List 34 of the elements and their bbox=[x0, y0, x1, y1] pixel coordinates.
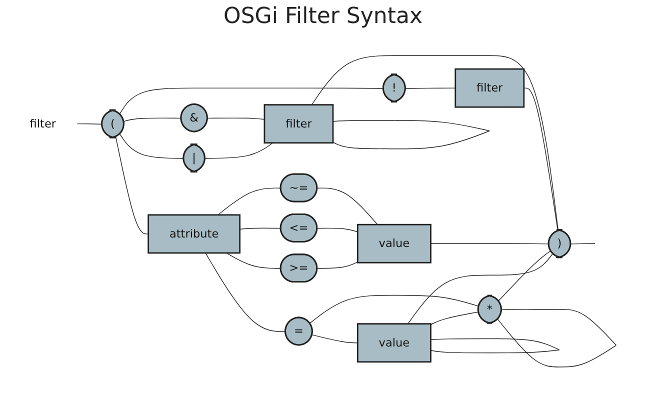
connector bbox=[239, 227, 282, 230]
connector bbox=[205, 252, 286, 332]
node-box: value bbox=[356, 322, 432, 362]
node-box: filter bbox=[264, 104, 334, 144]
connector bbox=[76, 123, 103, 124]
connector bbox=[430, 311, 479, 325]
connector bbox=[218, 187, 282, 215]
connector bbox=[316, 187, 378, 225]
connector bbox=[524, 87, 558, 230]
connector bbox=[207, 117, 265, 120]
connector bbox=[316, 261, 358, 268]
connector bbox=[226, 252, 282, 268]
connector bbox=[204, 142, 274, 158]
connector bbox=[316, 228, 358, 232]
connector bbox=[119, 133, 184, 158]
connector bbox=[497, 308, 617, 368]
connector bbox=[115, 136, 149, 234]
diagram-title: OSGi Filter Syntax bbox=[222, 4, 424, 29]
connector bbox=[119, 87, 384, 114]
node-box: attribute bbox=[148, 214, 240, 254]
connector bbox=[498, 250, 552, 302]
connector bbox=[123, 117, 182, 122]
connector bbox=[408, 252, 554, 324]
connector bbox=[311, 54, 558, 230]
connector bbox=[405, 87, 456, 88]
connector bbox=[309, 294, 480, 324]
connector bbox=[570, 242, 596, 244]
node-box: value bbox=[356, 224, 432, 264]
node-box: filter bbox=[454, 68, 525, 108]
node-text: filter bbox=[30, 116, 56, 130]
connector bbox=[312, 334, 358, 343]
connector bbox=[332, 120, 490, 149]
connector bbox=[430, 242, 550, 244]
connector bbox=[430, 338, 560, 353]
